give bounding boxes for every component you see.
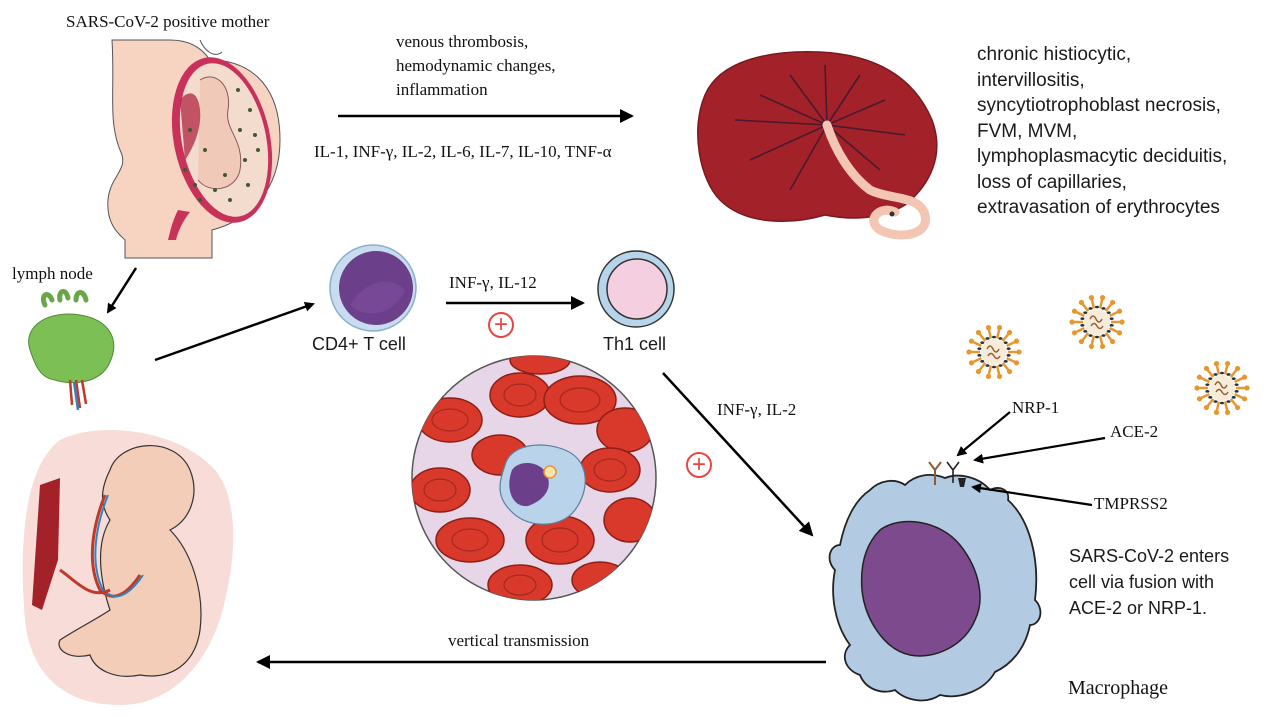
macrophage-illustration: [828, 461, 1042, 702]
stimulation-plus-icon: +: [488, 312, 514, 338]
finding-item: lymphoplasmacytic deciduitis,: [977, 146, 1228, 167]
sars-cov-2-virus-particles: [966, 295, 1250, 415]
entry-note-line: cell via fusion with: [1069, 572, 1215, 592]
arrow-to-ace2: [973, 436, 1106, 464]
effect-item: inflammation: [396, 80, 488, 99]
nrp1-label: NRP-1: [1012, 398, 1060, 417]
arrow-lymph-node-to-cd4: [154, 301, 315, 362]
entry-note-line: SARS-CoV-2 enters: [1069, 546, 1230, 566]
finding-item: chronic histiocytic,: [977, 44, 1132, 65]
pregnant-mother-illustration: [107, 39, 281, 259]
th1-to-macrophage-cytokines: INF-γ, IL-2: [717, 400, 797, 419]
macrophage-label: Macrophage: [1068, 677, 1168, 699]
th1-cell-illustration: [597, 250, 675, 328]
lymph-node-illustration: [28, 289, 115, 411]
cd4-t-cell-illustration: [329, 244, 417, 332]
arrow-mother-to-lymph-node: [106, 267, 138, 314]
arrow-to-tmprss2: [971, 483, 1093, 507]
entry-note-line: ACE-2 or NRP-1.: [1069, 598, 1208, 618]
finding-item: FVM, MVM,: [977, 120, 1078, 142]
arrow-th1-to-macrophage: [662, 372, 814, 537]
virus-particle-icon: [1194, 361, 1250, 415]
cd4-t-cell-label: CD4+ T cell: [312, 334, 406, 354]
placenta-illustration: [697, 51, 938, 240]
mother-label: SARS-CoV-2 positive mother: [66, 12, 270, 31]
finding-item: syncytiotrophoblast necrosis,: [977, 95, 1221, 116]
placenta-cytokines: IL-1, INF-γ, IL-2, IL-6, IL-7, IL-10, TN…: [314, 142, 612, 161]
vertical-transmission-label: vertical transmission: [448, 631, 590, 650]
cd4-to-th1-cytokines: INF-γ, IL-12: [449, 273, 537, 292]
lymph-node-label: lymph node: [12, 264, 93, 283]
blood-vessel-illustration: [411, 355, 657, 601]
viral-entry-note: SARS-CoV-2 enters cell via fusion with A…: [1069, 543, 1229, 621]
finding-item: loss of capillaries,: [977, 171, 1127, 193]
stimulation-plus-icon: +: [686, 452, 712, 478]
virus-particle-icon: [966, 325, 1022, 379]
effect-item: venous thrombosis,: [396, 32, 529, 51]
placenta-pathway-effects: venous thrombosis, hemodynamic changes, …: [396, 30, 556, 102]
fetus-illustration: [22, 430, 234, 705]
placental-findings-list: chronic histiocytic, intervillositis, sy…: [977, 42, 1227, 221]
effect-item: hemodynamic changes,: [396, 56, 556, 75]
th1-cell-label: Th1 cell: [603, 334, 667, 354]
ace2-label: ACE-2: [1110, 422, 1159, 441]
virus-particle-icon: [1069, 295, 1125, 349]
finding-item: intervillositis,: [977, 69, 1085, 91]
finding-item: extravasation of erythrocytes: [977, 197, 1220, 218]
tmprss2-label: TMPRSS2: [1094, 494, 1168, 513]
arrow-to-nrp1: [956, 411, 1011, 457]
